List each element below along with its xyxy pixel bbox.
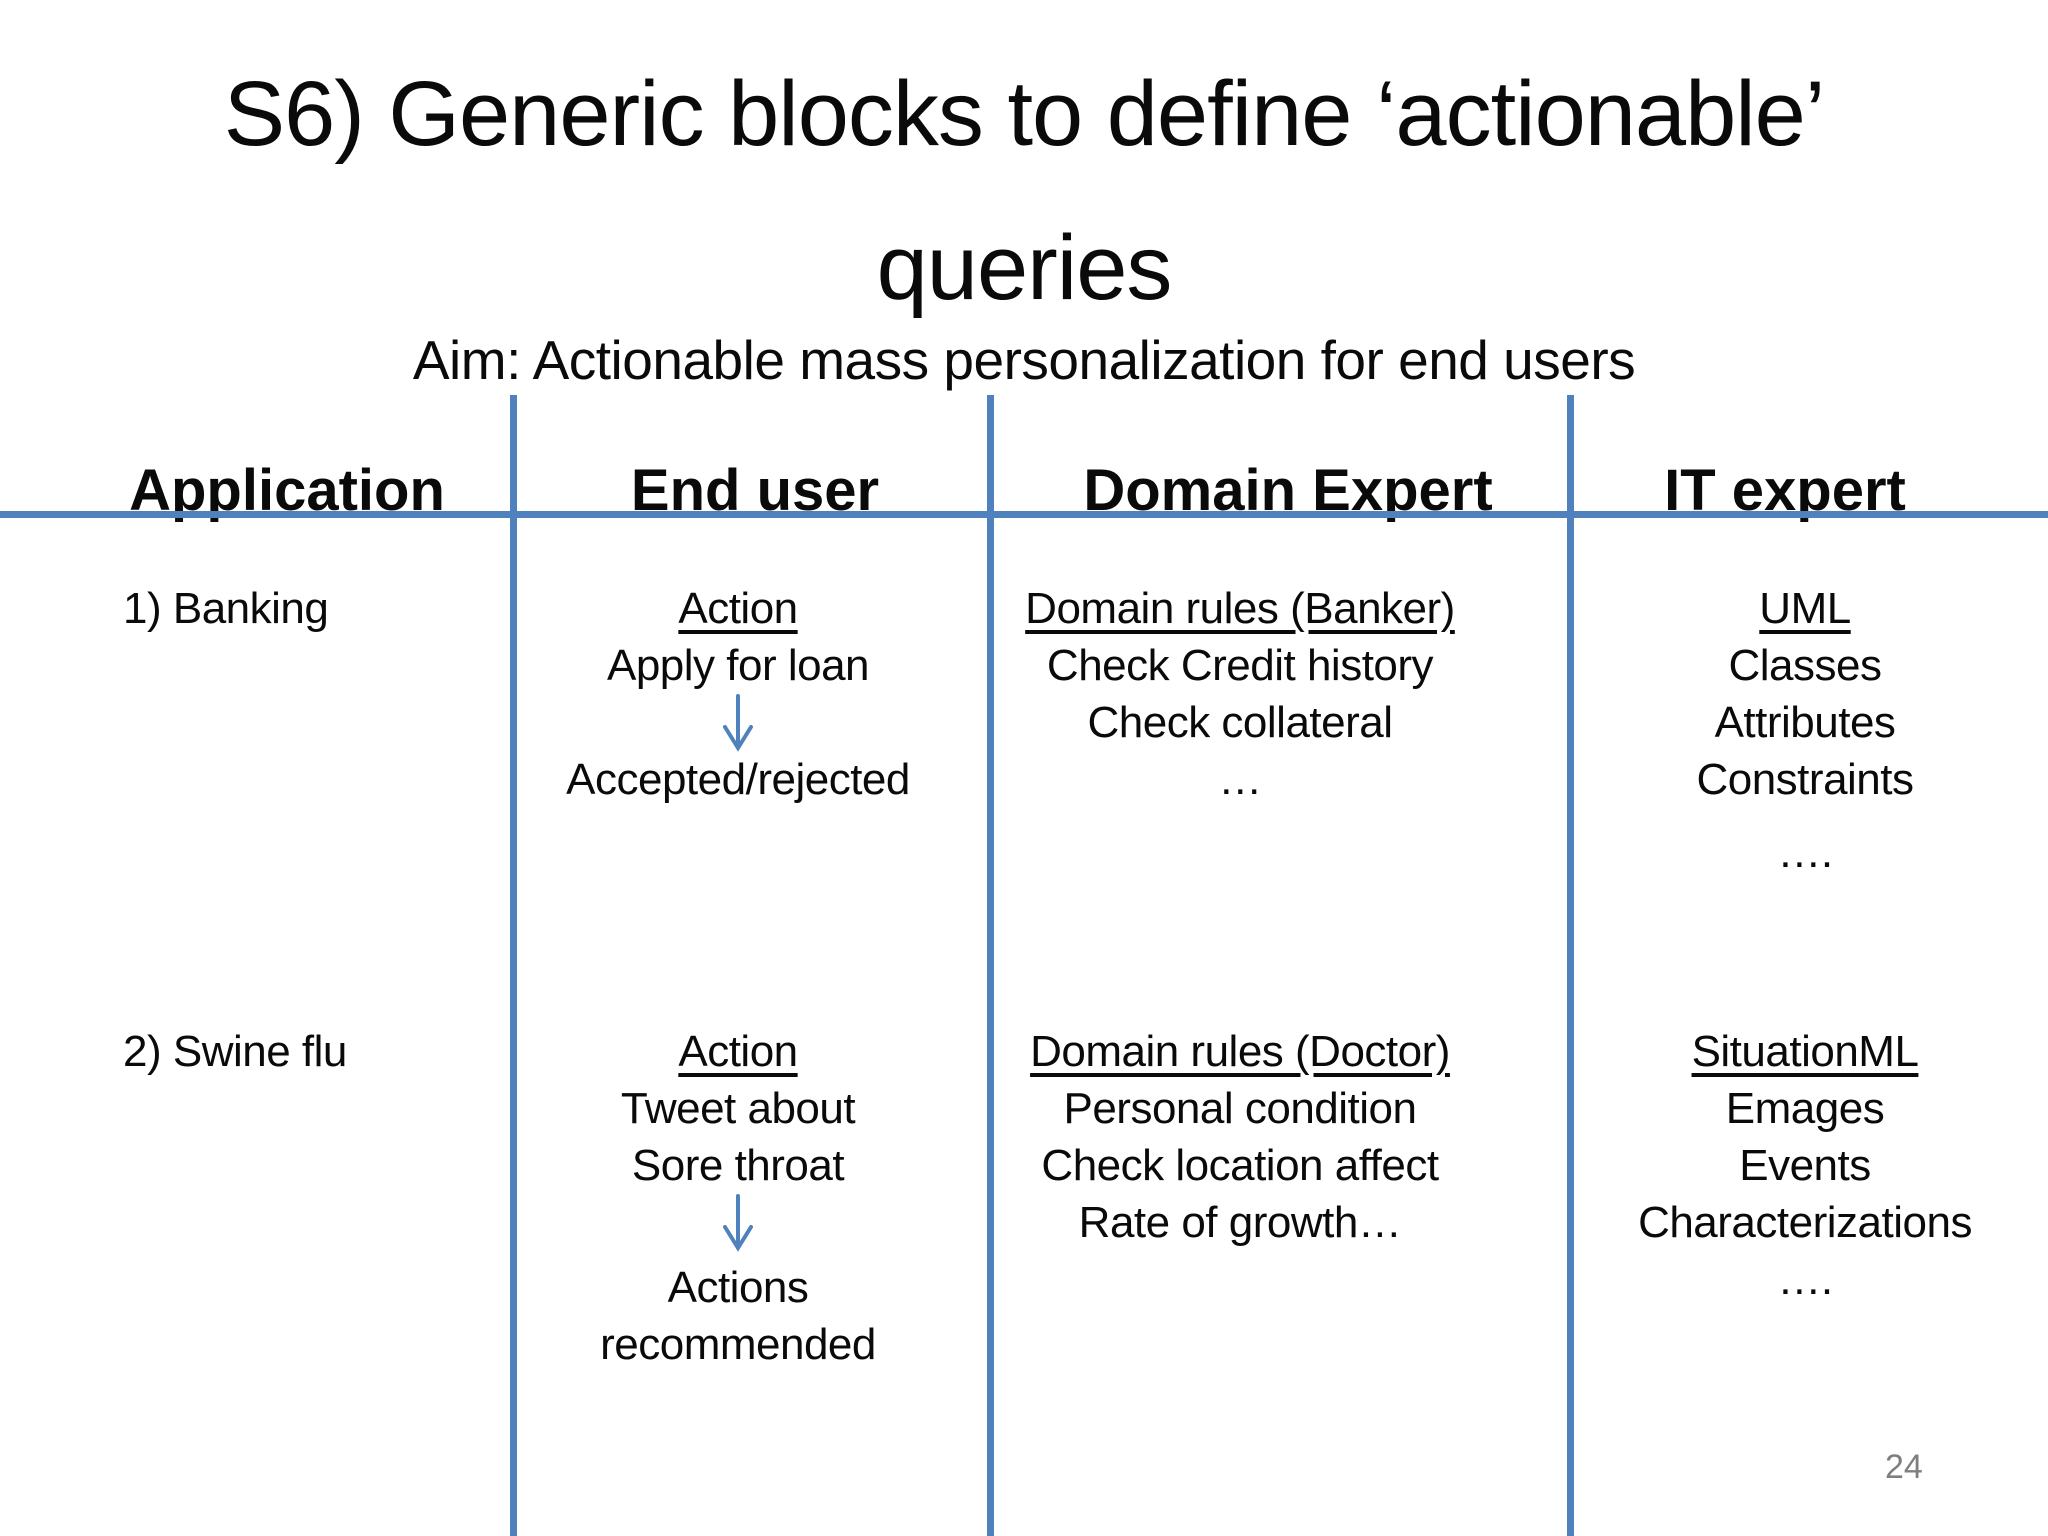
row2-it-item: Characterizations [1638,1198,1972,1247]
row2-domain-rule: Rate of growth… [1078,1198,1402,1247]
row1-it-item: Classes [1728,641,1883,690]
row2-end-user-step: Tweet about [620,1084,856,1133]
row1-end-user-result: Accepted/rejected [566,755,910,804]
row1-end-user-cell: Action Apply for loan Accepted/rejected [458,580,1018,808]
row2-it-item: Events [1739,1141,1871,1190]
row2-domain-rule: Personal condition [1063,1084,1417,1133]
row2-end-user-result: Actions [667,1263,809,1312]
row1-end-user-step: Apply for loan [606,641,870,690]
row2-end-user-result: recommended [600,1320,876,1369]
slide-subtitle: Aim: Actionable mass personalization for… [412,329,1636,391]
row2-it-ellipsis: …. [1777,1255,1833,1304]
row2-end-user-cell: Action Tweet about Sore throat Actions r… [458,1023,1018,1373]
column-divider-1 [510,395,517,1536]
row1-it-expert-heading: UML [1759,584,1851,633]
row1-domain-ellipsis: … [1218,755,1262,804]
down-arrow-icon [723,693,753,752]
row1-it-ellipsis: …. [1777,828,1833,877]
row1-application-cell: 1) Banking [123,580,329,637]
row2-end-user-step: Sore throat [631,1141,845,1190]
row1-domain-rule: Check collateral [1087,698,1393,747]
row2-domain-expert-cell: Domain rules (Doctor) Personal condition… [980,1023,1500,1251]
row1-domain-expert-heading: Domain rules (Banker) [1025,584,1455,633]
row2-it-expert-heading: SituationML [1691,1027,1919,1076]
row2-domain-rule: Check location affect [1041,1141,1439,1190]
row2-application-cell: 2) Swine flu [123,1023,347,1080]
row2-domain-expert-heading: Domain rules (Doctor) [1030,1027,1450,1076]
row2-end-user-arrow-line [458,1193,1018,1252]
row1-it-expert-cell: UML Classes Attributes Constraints …. [1570,580,2040,881]
column-divider-2 [987,395,994,1536]
down-arrow-icon [723,1193,753,1252]
header-divider-line [0,511,2048,518]
row2-it-item: Emages [1725,1084,1885,1133]
column-divider-3 [1567,395,1574,1536]
row2-it-expert-cell: SituationML Emages Events Characterizati… [1570,1023,2040,1308]
row2-end-user-heading: Action [678,1027,798,1076]
row1-domain-expert-cell: Domain rules (Banker) Check Credit histo… [980,580,1500,808]
page-number: 24 [1885,1448,1923,1486]
row1-it-item: Constraints [1696,755,1914,804]
slide-title-line-1: S6) Generic blocks to define ‘actionable… [223,63,1826,165]
row2-application-label: 2) Swine flu [123,1027,347,1076]
row1-end-user-heading: Action [678,584,798,633]
row1-end-user-arrow-line [458,693,1018,752]
row1-application-label: 1) Banking [123,584,329,633]
row1-it-item: Attributes [1714,698,1896,747]
row1-domain-rule: Check Credit history [1046,641,1434,690]
slide-title-line-2: queries [876,217,1173,319]
